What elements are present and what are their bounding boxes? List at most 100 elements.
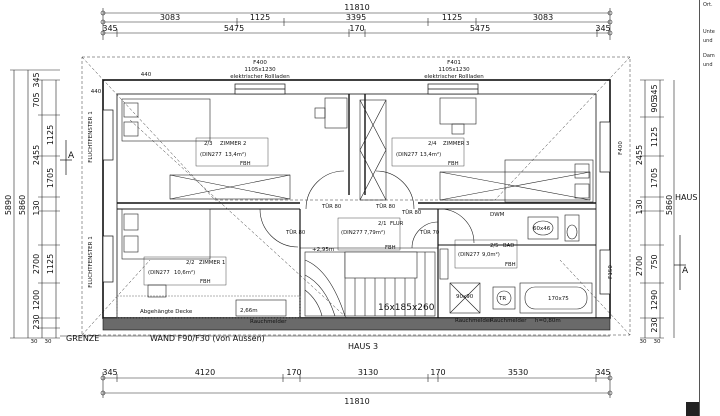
tub-label: 170x75 xyxy=(548,296,569,302)
bottom-dim-2: 4120 xyxy=(195,368,215,377)
right-dim-4: 1705 xyxy=(650,168,659,188)
left-dimensions xyxy=(10,69,60,339)
bottom-dimension-circles xyxy=(100,375,613,396)
window-f400-note: elektrischer Rollladen xyxy=(230,74,290,80)
left-dim-a11: 30 xyxy=(45,339,52,345)
title-block-header: Ort. xyxy=(703,2,713,8)
right-dim-9: 230 xyxy=(650,317,659,332)
title-block-strip: Ort. Unte und Dam und xyxy=(699,0,720,416)
svg-text:FLUR: FLUR xyxy=(390,221,404,227)
top-dim-4: 1125 xyxy=(442,13,462,22)
top-windows xyxy=(234,83,479,95)
left-mid-dim: 5860 xyxy=(18,195,27,215)
shaft xyxy=(359,99,387,201)
right-dim-0: 345 xyxy=(650,84,659,99)
svg-text:ZIMMER 3: ZIMMER 3 xyxy=(443,141,469,147)
svg-text:2/1: 2/1 xyxy=(378,221,387,227)
haus3-label: HAUS 3 xyxy=(348,342,378,351)
right-dim-7: 2700 xyxy=(635,256,644,276)
svg-text:9,0m²): 9,0m²) xyxy=(482,251,500,258)
side-window-4: F150 xyxy=(608,265,614,279)
lowered-ceiling-area xyxy=(116,295,301,319)
haus4-label: HAUS 4 xyxy=(675,193,705,202)
heater-label: 2,66m xyxy=(240,308,258,314)
smoke-detector-1: Rauchmelder xyxy=(455,318,492,324)
left-dim-a9: 230 xyxy=(32,314,41,329)
svg-text:2/3: 2/3 xyxy=(204,141,213,147)
left-dim-a2: 1125 xyxy=(46,125,55,145)
svg-text:FBH: FBH xyxy=(240,161,251,167)
grenze-label: GRENZE xyxy=(66,334,99,343)
side-windows xyxy=(102,109,611,295)
right-dimensions xyxy=(640,79,664,339)
door-label-1: TÜR 80 xyxy=(321,203,342,210)
bottom-dim-3: 170 xyxy=(286,368,301,377)
left-dim-a6: 2700 xyxy=(32,254,41,274)
svg-text:(DIN277: (DIN277 xyxy=(341,230,363,236)
bottom-dim-5: 170 xyxy=(430,368,445,377)
bottom-dim-6: 3530 xyxy=(508,368,528,377)
roof-outline xyxy=(81,56,631,336)
stairs-label: 16x185x260 xyxy=(378,303,435,313)
svg-text:BAD: BAD xyxy=(503,243,514,249)
sink-label: 60x46 xyxy=(533,226,551,232)
furniture xyxy=(121,97,594,317)
svg-text:13,4m²): 13,4m²) xyxy=(225,151,246,158)
svg-text:10,6m²): 10,6m²) xyxy=(174,269,195,276)
svg-text:FBH: FBH xyxy=(385,245,396,251)
room-zimmer3-label: 2/4 ZIMMER 3 (DIN277 13,4m²) FBH xyxy=(391,137,469,167)
offset-dim-1: 440 xyxy=(141,72,152,78)
ceiling-note: Abgehängte Decke xyxy=(140,309,193,315)
top-dim-10: 345 xyxy=(595,24,610,33)
section-marker-right xyxy=(674,235,686,290)
room-zimmer2-label: 2/3 ZIMMER 2 (DIN277 13,4m²) FBH xyxy=(195,137,269,167)
right-dim-10: 30 xyxy=(640,339,647,345)
svg-text:FBH: FBH xyxy=(448,161,459,167)
bottom-dim-7: 345 xyxy=(595,368,610,377)
svg-text:2/5: 2/5 xyxy=(490,243,499,249)
top-dimension-circles xyxy=(100,10,613,36)
svg-text:(DIN277: (DIN277 xyxy=(396,152,418,158)
shower-label: 90x90 xyxy=(456,294,474,300)
svg-text:2/2: 2/2 xyxy=(186,260,195,266)
svg-text:FBH: FBH xyxy=(505,262,516,268)
top-dim-1: 3083 xyxy=(160,13,180,22)
title-block-note-1: Unte xyxy=(703,29,715,35)
door-label-5: TÜR 70 xyxy=(419,229,440,236)
left-dim-a4: 1705 xyxy=(46,168,55,188)
right-dim-5: 130 xyxy=(635,199,644,214)
title-block-note-3: Dam xyxy=(703,53,715,59)
top-dimensions xyxy=(102,8,611,40)
smoke-detector-3: Rauchmelder xyxy=(250,319,287,325)
side-window-3: F400 xyxy=(618,141,624,155)
svg-text:(DIN277: (DIN277 xyxy=(200,152,222,158)
section-marker-left xyxy=(60,140,72,175)
right-outer-dim: 5860 xyxy=(665,195,674,215)
door-label-4: TÜR 80 xyxy=(401,209,422,216)
top-dim-9: 5475 xyxy=(470,24,490,33)
top-dim-8: 170 xyxy=(349,24,364,33)
right-dim-11: 30 xyxy=(654,339,661,345)
left-dim-a7: 1125 xyxy=(46,254,55,274)
doors xyxy=(259,170,475,249)
svg-text:(DIN277: (DIN277 xyxy=(458,252,480,258)
right-dim-1: 905 xyxy=(650,97,659,112)
top-dim-5: 3083 xyxy=(533,13,553,22)
left-dim-a0: 345 xyxy=(32,72,41,87)
side-window-1: FLUCHTFENSTER 1 xyxy=(88,111,94,162)
svg-text:2/4: 2/4 xyxy=(428,141,437,147)
left-dim-a3: 2455 xyxy=(32,145,41,165)
left-outer-dim: 5890 xyxy=(4,195,13,215)
dwm-label: DWM xyxy=(490,212,505,218)
left-dim-a10: 30 xyxy=(31,339,38,345)
svg-text:7,79m²): 7,79m²) xyxy=(364,229,385,236)
section-a-right: A xyxy=(682,266,689,276)
bottom-total-dim: 11810 xyxy=(344,397,369,406)
svg-text:FBH: FBH xyxy=(200,279,211,285)
window-f401-note: elektrischer Rollladen xyxy=(424,74,484,80)
side-window-2: FLUCHTFENSTER 1 xyxy=(88,236,94,287)
level-label: +2,95m xyxy=(312,247,334,253)
window-f401-size: 1105x1230 xyxy=(438,67,470,73)
door-label-3: TÜR 80 xyxy=(285,229,306,236)
